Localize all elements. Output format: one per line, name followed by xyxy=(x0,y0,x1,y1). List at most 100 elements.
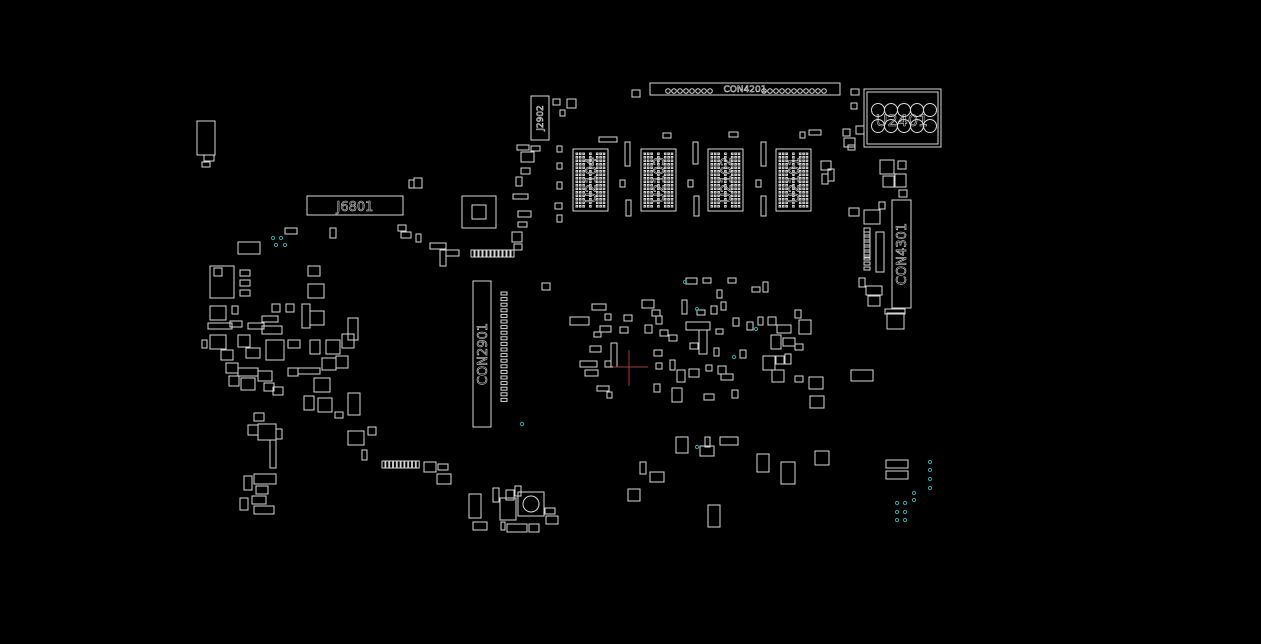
passive-component[interactable] xyxy=(213,267,223,277)
passive-component[interactable] xyxy=(544,507,556,515)
passive-component[interactable] xyxy=(710,305,718,315)
passive-component[interactable] xyxy=(566,98,577,109)
passive-component[interactable] xyxy=(784,353,792,365)
passive-component[interactable] xyxy=(696,309,706,316)
passive-component[interactable] xyxy=(367,426,377,436)
passive-component[interactable] xyxy=(520,167,531,175)
passive-component[interactable] xyxy=(703,393,715,401)
j6801-connector[interactable] xyxy=(306,195,404,216)
passive-component[interactable] xyxy=(762,355,776,371)
passive-component[interactable] xyxy=(297,367,321,375)
passive-component[interactable] xyxy=(559,109,566,117)
passive-component[interactable] xyxy=(593,331,602,338)
passive-component[interactable] xyxy=(771,369,785,383)
passive-component[interactable] xyxy=(243,475,253,491)
passive-component[interactable] xyxy=(704,436,711,448)
passive-component[interactable] xyxy=(820,160,832,171)
passive-component[interactable] xyxy=(767,316,777,326)
passive-component[interactable] xyxy=(347,317,359,341)
passive-component[interactable] xyxy=(347,392,361,416)
passive-component[interactable] xyxy=(625,199,632,217)
passive-component[interactable] xyxy=(598,136,618,143)
passive-component[interactable] xyxy=(688,368,700,378)
inductor-bottom[interactable] xyxy=(517,491,545,517)
passive-component[interactable] xyxy=(689,342,699,350)
passive-component[interactable] xyxy=(239,279,251,287)
passive-component[interactable] xyxy=(719,436,739,446)
passive-component[interactable] xyxy=(692,141,699,165)
passive-component[interactable] xyxy=(556,162,563,170)
passive-component[interactable] xyxy=(794,375,804,383)
passive-component[interactable] xyxy=(756,453,770,473)
passive-component[interactable] xyxy=(655,362,663,370)
passive-component[interactable] xyxy=(794,343,804,351)
passive-component[interactable] xyxy=(265,339,285,361)
passive-component[interactable] xyxy=(776,324,792,334)
passive-component[interactable] xyxy=(554,202,563,210)
passive-component[interactable] xyxy=(505,489,515,501)
passive-component[interactable] xyxy=(606,391,613,399)
passive-component[interactable] xyxy=(253,505,275,515)
passive-component[interactable] xyxy=(720,301,727,311)
passive-component[interactable] xyxy=(589,345,602,353)
passive-component[interactable] xyxy=(207,322,233,330)
passive-component[interactable] xyxy=(631,89,641,98)
passive-component[interactable] xyxy=(757,316,764,326)
passive-component[interactable] xyxy=(272,386,284,396)
passive-component[interactable] xyxy=(528,523,540,533)
passive-component[interactable] xyxy=(882,175,895,188)
passive-component[interactable] xyxy=(639,461,647,475)
passive-component[interactable] xyxy=(313,377,331,393)
passive-component[interactable] xyxy=(713,347,720,357)
passive-component[interactable] xyxy=(879,159,895,175)
passive-component[interactable] xyxy=(808,376,824,390)
passive-component[interactable] xyxy=(898,189,908,198)
passive-component[interactable] xyxy=(415,233,422,243)
passive-component[interactable] xyxy=(599,325,612,333)
passive-component[interactable] xyxy=(209,334,227,350)
passive-component[interactable] xyxy=(655,315,663,325)
passive-component[interactable] xyxy=(255,485,269,495)
passive-component[interactable] xyxy=(201,339,208,349)
passive-component[interactable] xyxy=(693,195,700,217)
passive-component[interactable] xyxy=(760,141,767,167)
passive-component[interactable] xyxy=(423,461,437,473)
passive-component[interactable] xyxy=(760,195,767,217)
passive-component[interactable] xyxy=(556,181,563,190)
passive-component[interactable] xyxy=(855,125,865,135)
passive-component[interactable] xyxy=(251,495,267,505)
passive-component[interactable] xyxy=(780,461,796,485)
passive-component[interactable] xyxy=(579,360,598,368)
passive-component[interactable] xyxy=(237,241,261,255)
passive-component[interactable] xyxy=(604,360,612,368)
passive-component[interactable] xyxy=(220,349,234,361)
passive-component[interactable] xyxy=(335,355,349,369)
passive-component[interactable] xyxy=(512,193,529,200)
passive-component[interactable] xyxy=(798,319,812,335)
passive-component[interactable] xyxy=(556,214,563,223)
passive-component[interactable] xyxy=(201,161,211,168)
passive-component[interactable] xyxy=(627,488,641,502)
passive-component[interactable] xyxy=(687,179,694,188)
passive-component[interactable] xyxy=(884,308,906,315)
passive-component[interactable] xyxy=(541,282,551,291)
passive-component[interactable] xyxy=(669,359,676,371)
passive-component[interactable] xyxy=(850,102,858,110)
passive-component[interactable] xyxy=(886,312,905,330)
passive-component[interactable] xyxy=(847,144,856,151)
passive-component[interactable] xyxy=(842,128,851,137)
passive-component[interactable] xyxy=(287,339,301,349)
passive-component[interactable] xyxy=(239,497,249,511)
passive-component[interactable] xyxy=(739,349,747,359)
passive-component[interactable] xyxy=(400,231,412,239)
passive-component[interactable] xyxy=(668,334,678,342)
passive-component[interactable] xyxy=(808,129,822,136)
passive-component[interactable] xyxy=(325,339,341,355)
passive-component[interactable] xyxy=(858,277,866,288)
passive-component[interactable] xyxy=(231,305,239,315)
passive-component[interactable] xyxy=(821,173,829,185)
passive-component[interactable] xyxy=(653,383,661,393)
passive-component[interactable] xyxy=(762,281,769,293)
passive-component[interactable] xyxy=(685,321,711,331)
